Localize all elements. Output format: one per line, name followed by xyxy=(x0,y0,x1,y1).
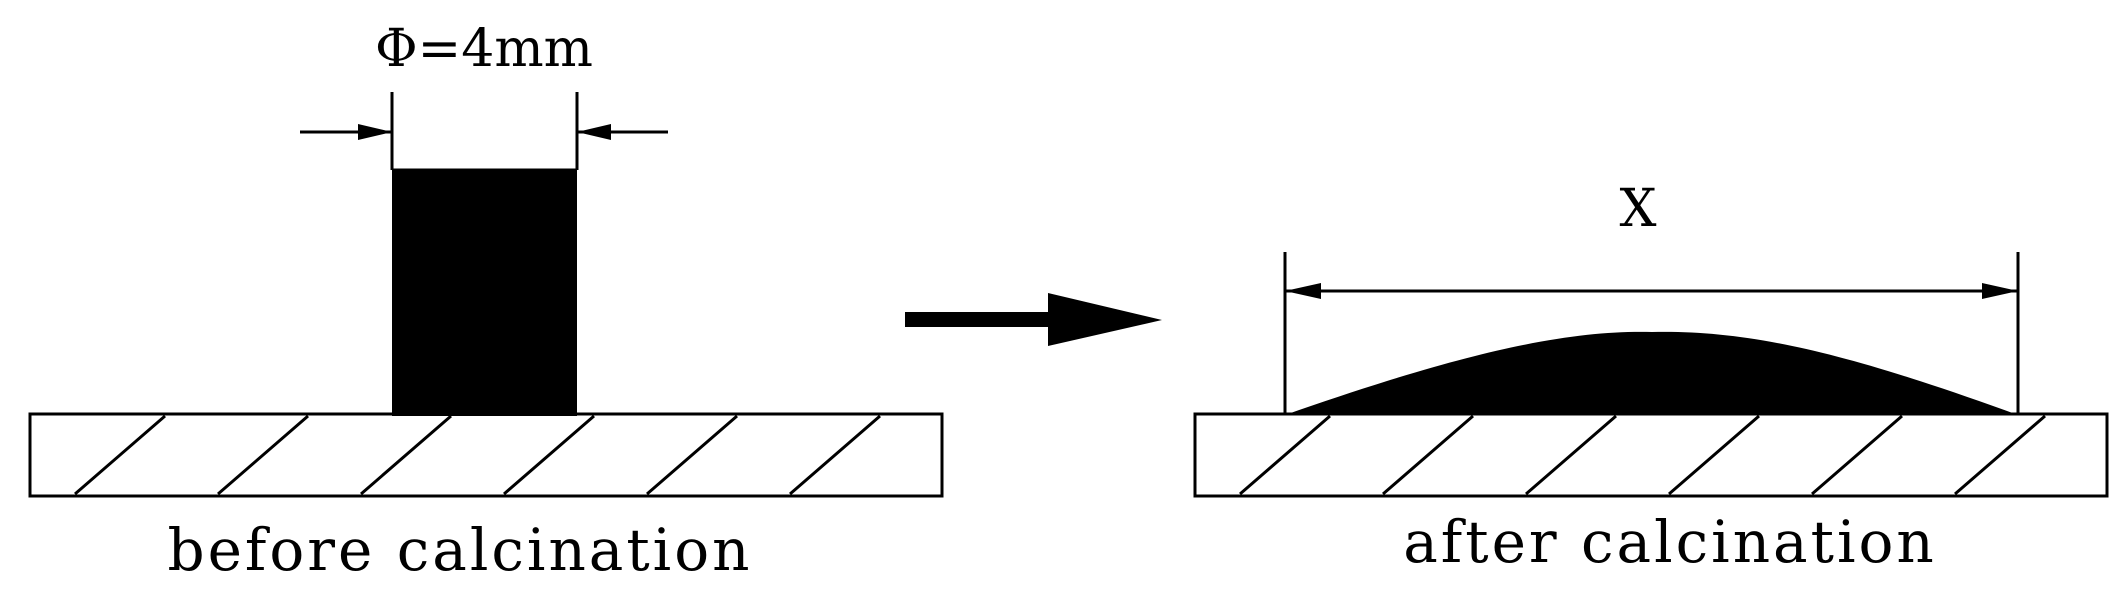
after-calcination-panel: X after calcination xyxy=(1193,179,2109,576)
process-arrow xyxy=(905,293,1162,346)
left-substrate-plate xyxy=(28,412,944,498)
right-substrate-plate xyxy=(1193,412,2109,498)
right-substrate-hatching xyxy=(1239,414,2046,496)
spread-arrow-right xyxy=(1982,283,2018,299)
melted-sample xyxy=(1285,331,2018,415)
spread-arrow-left xyxy=(1285,283,1321,299)
before-calcination-panel: Φ=4mm before calcination xyxy=(28,19,944,584)
after-caption: after calcination xyxy=(1403,508,1937,576)
diameter-dimension xyxy=(300,92,668,172)
left-substrate-hatching xyxy=(74,414,881,496)
spread-label: X xyxy=(1619,179,1656,239)
diameter-label: Φ=4mm xyxy=(375,19,593,79)
diameter-arrow-right xyxy=(577,124,611,140)
cylinder-sample xyxy=(392,170,577,416)
before-caption: before calcination xyxy=(167,516,752,584)
diameter-arrow-left xyxy=(358,124,392,140)
spread-dimension xyxy=(1283,252,2020,415)
